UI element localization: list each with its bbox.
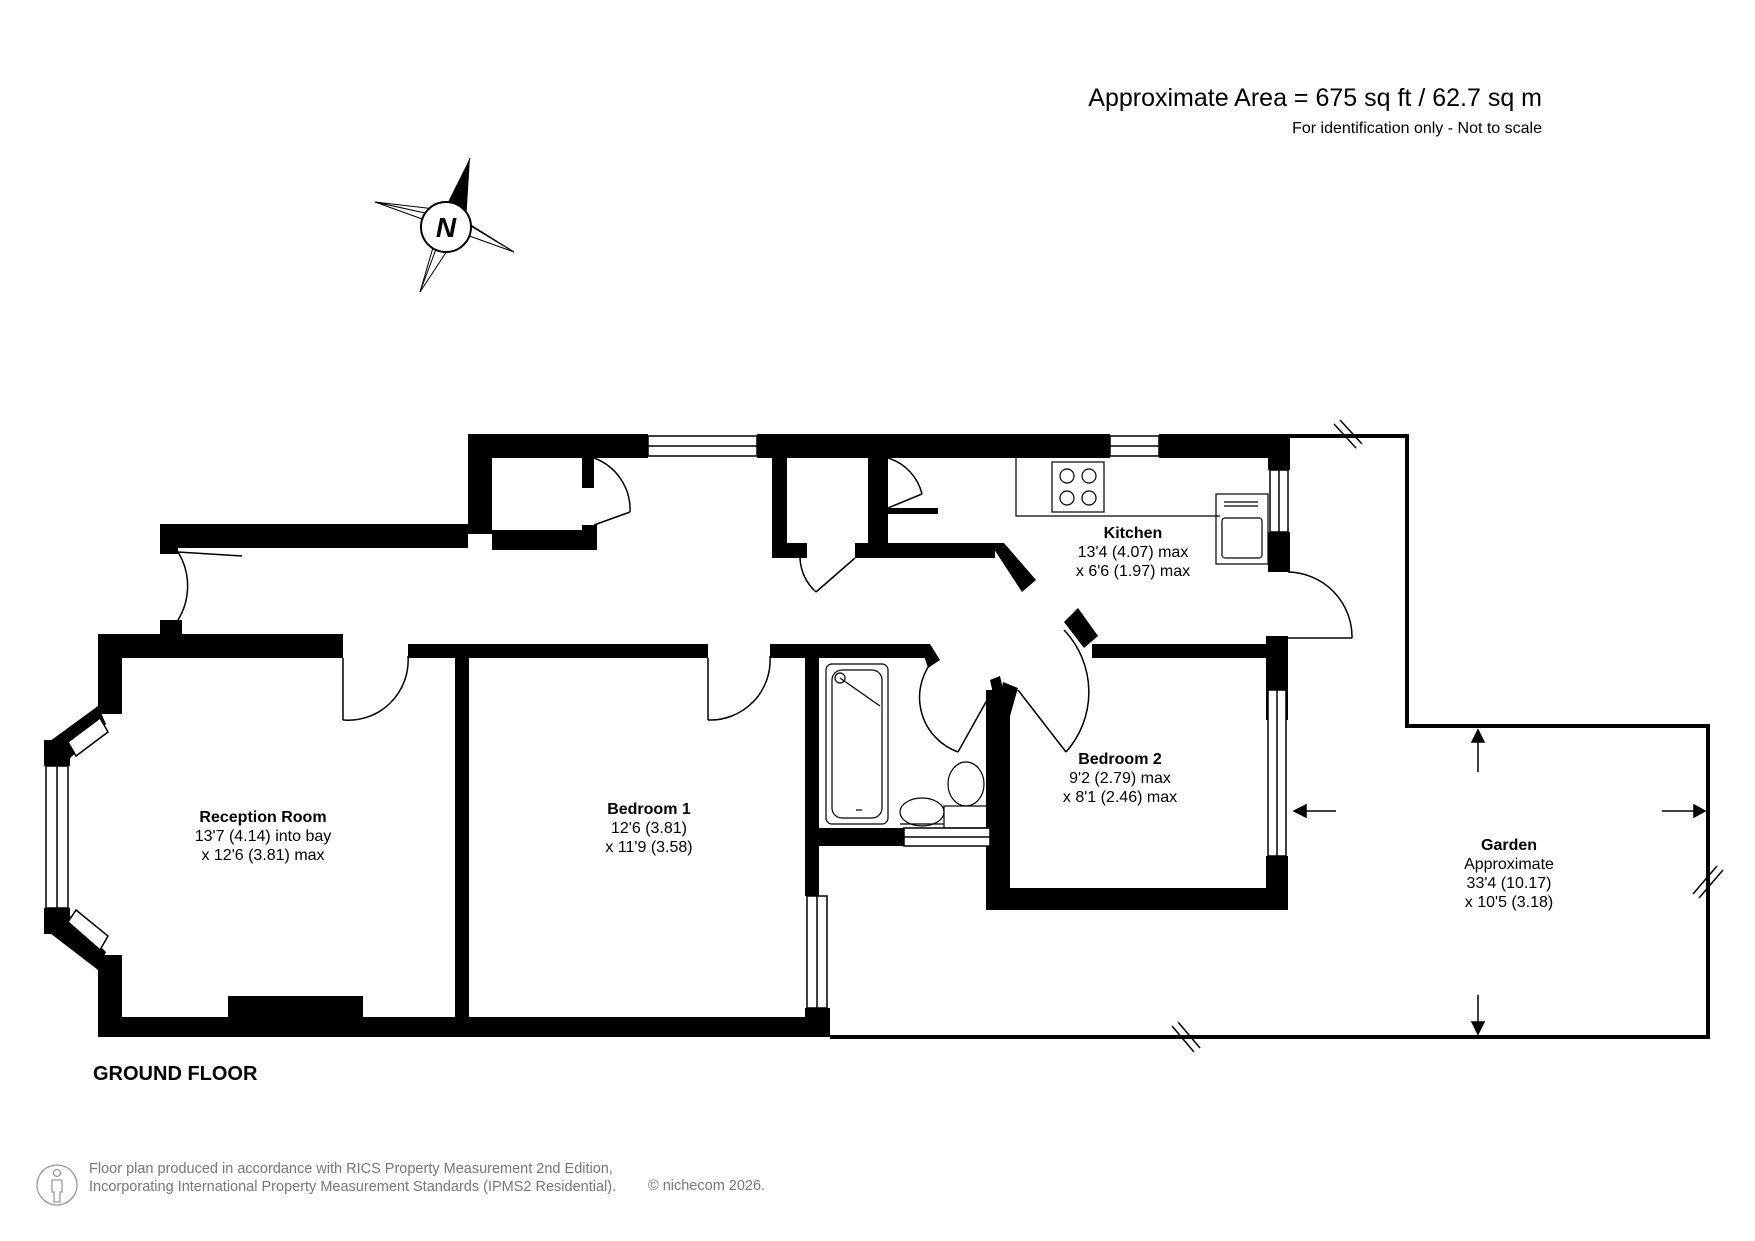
walls [44, 434, 1290, 1037]
room-dimension: 9'2 (2.79) max [1069, 770, 1171, 787]
room-dimension: 12'6 (3.81) [611, 820, 687, 837]
scale-note: For identification only - Not to scale [1292, 120, 1542, 137]
compass-icon: N [374, 157, 515, 293]
room-name: Bedroom 1 [607, 801, 691, 818]
room-bedroom-2: Bedroom 2 9'2 (2.79) max x 8'1 (2.46) ma… [1063, 750, 1177, 807]
person-icon [36, 1164, 78, 1206]
room-dimension: x 11'9 (3.58) [605, 839, 693, 856]
room-dimension: x 6'6 (1.97) max [1075, 563, 1191, 580]
room-dimension: Approximate [1464, 856, 1554, 873]
room-reception: Reception Room 13'7 (4.14) into bay x 12… [195, 808, 331, 865]
room-garden: Garden Approximate 33'4 (10.17) x 10'5 (… [1464, 836, 1554, 912]
room-dimension: 13'4 (4.07) max [1077, 544, 1189, 561]
room-dimension: x 10'5 (3.18) [1464, 894, 1554, 911]
room-kitchen: Kitchen 13'4 (4.07) max x 6'6 (1.97) max [1076, 524, 1190, 581]
compass-label: N [436, 212, 457, 243]
room-name: Reception Room [199, 809, 327, 826]
room-dimension: 13'7 (4.14) into bay [194, 828, 332, 845]
room-name: Bedroom 2 [1078, 751, 1162, 768]
floor-label: GROUND FLOOR [93, 1063, 258, 1085]
garden-boundary-marks [1171, 419, 1724, 1053]
footer-line: Floor plan produced in accordance with R… [89, 1161, 613, 1177]
footer-line: Incorporating International Property Mea… [89, 1179, 617, 1195]
room-name: Kitchen [1103, 525, 1163, 542]
garden-dimension-arrows [1292, 728, 1707, 1036]
approximate-area: Approximate Area = 675 sq ft / 62.7 sq m [1088, 84, 1542, 112]
garden-outline [830, 434, 1710, 1039]
room-dimension: x 12'6 (3.81) max [201, 847, 325, 864]
room-bedroom-1: Bedroom 1 12'6 (3.81) x 11'9 (3.58) [605, 800, 692, 857]
bathroom-fittings [825, 663, 989, 829]
copyright: © nichecom 2026. [648, 1178, 766, 1194]
room-dimension: 33'4 (10.17) [1466, 875, 1552, 892]
kitchen-fittings [1015, 458, 1269, 565]
windows [45, 435, 1289, 1009]
room-name: Garden [1480, 837, 1538, 854]
footer-note: Floor plan produced in accordance with R… [89, 1160, 616, 1196]
doors [177, 457, 1353, 753]
room-dimension: x 8'1 (2.46) max [1062, 789, 1178, 806]
